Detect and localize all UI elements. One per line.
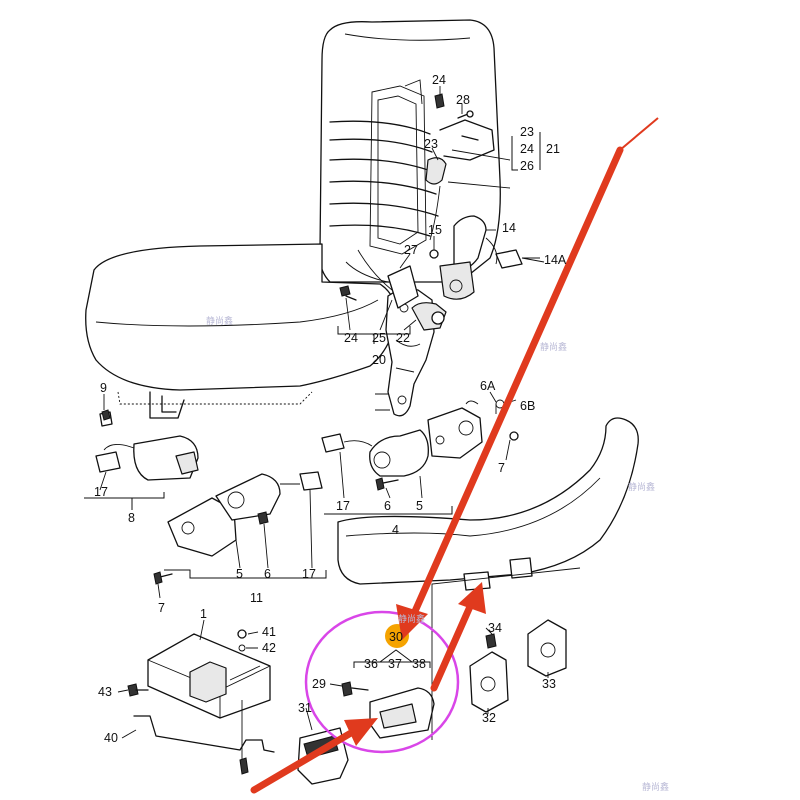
watermark: 静尚鑫 bbox=[206, 315, 233, 327]
label-14A: 14A bbox=[544, 253, 567, 267]
label-14: 14 bbox=[502, 221, 516, 235]
label-9: 9 bbox=[100, 381, 107, 395]
switch-housing-32 bbox=[469, 651, 509, 713]
label-6-left: 6 bbox=[264, 567, 271, 581]
label-5-mid: 5 bbox=[416, 499, 423, 513]
label-17-mid: 17 bbox=[336, 499, 350, 513]
label-8: 8 bbox=[128, 511, 135, 525]
seat-switch-37 bbox=[369, 687, 435, 739]
label-41: 41 bbox=[262, 625, 276, 639]
label-24-right: 24 bbox=[520, 142, 534, 156]
label-24-lower: 24 bbox=[344, 331, 358, 345]
label-29: 29 bbox=[312, 677, 326, 691]
label-31: 31 bbox=[298, 701, 312, 715]
label-15: 15 bbox=[428, 223, 442, 237]
label-43: 43 bbox=[98, 685, 112, 699]
label-28: 28 bbox=[456, 93, 470, 107]
screw-24-top bbox=[434, 93, 445, 109]
label-4: 4 bbox=[392, 523, 399, 537]
label-11: 11 bbox=[250, 591, 263, 605]
highlight-circle bbox=[304, 610, 460, 754]
label-20: 20 bbox=[372, 353, 386, 367]
switch-housing-33 bbox=[527, 619, 567, 677]
label-7-left: 7 bbox=[158, 601, 165, 615]
label-38: 38 bbox=[412, 657, 426, 671]
red-arrow-mid bbox=[430, 582, 486, 692]
label-42: 42 bbox=[262, 641, 276, 655]
bolt-15 bbox=[429, 249, 439, 259]
watermark: 静尚鑫 bbox=[398, 613, 425, 625]
label-7-right: 7 bbox=[498, 461, 505, 475]
label-34: 34 bbox=[488, 621, 502, 635]
label-32: 32 bbox=[482, 711, 496, 725]
label-37: 37 bbox=[388, 657, 402, 671]
fore-aft-motor-11 bbox=[167, 471, 323, 557]
nut-41 bbox=[237, 629, 247, 639]
label-5-left: 5 bbox=[236, 567, 243, 581]
backrest-adjust-motor-assembly bbox=[345, 249, 447, 331]
label-30: 30 bbox=[389, 630, 403, 644]
label-36: 36 bbox=[364, 657, 378, 671]
control-unit-1 bbox=[147, 633, 271, 719]
backrest-motor-14 bbox=[439, 215, 540, 300]
seat-backrest bbox=[319, 19, 511, 283]
connector-17-mid bbox=[321, 433, 345, 453]
watermark: 静尚鑫 bbox=[540, 341, 567, 353]
part-labels: 24 28 23 23 24 26 21 14 14A 15 27 24 25 … bbox=[94, 73, 567, 745]
label-6-mid: 6 bbox=[384, 499, 391, 513]
label-6A: 6A bbox=[480, 379, 496, 393]
watermarks: 静尚鑫 静尚鑫 静尚鑫 静尚鑫 静尚鑫 bbox=[206, 315, 669, 793]
seat-height-motor-assembly bbox=[369, 400, 483, 477]
watermark: 静尚鑫 bbox=[642, 781, 669, 793]
label-40: 40 bbox=[104, 731, 118, 745]
lumbar-motor-8 bbox=[95, 411, 199, 481]
label-27: 27 bbox=[404, 243, 418, 257]
label-24-top: 24 bbox=[432, 73, 446, 87]
side-trim-panel bbox=[337, 417, 639, 591]
watermark: 静尚鑫 bbox=[628, 481, 655, 493]
screw-24-lower bbox=[339, 285, 351, 297]
label-21: 21 bbox=[546, 142, 560, 156]
label-22: 22 bbox=[396, 331, 410, 345]
label-26: 26 bbox=[520, 159, 534, 173]
label-1: 1 bbox=[200, 607, 207, 621]
label-25: 25 bbox=[372, 331, 386, 345]
label-17-left: 17 bbox=[94, 485, 108, 499]
seat-cushion bbox=[85, 243, 397, 419]
bracket-40 bbox=[133, 715, 275, 753]
label-23-left: 23 bbox=[424, 137, 438, 151]
lumbar-spring-mat bbox=[329, 79, 439, 255]
red-arrow-lower bbox=[250, 718, 378, 794]
label-17-right: 17 bbox=[302, 567, 316, 581]
red-arrow-upper bbox=[396, 117, 659, 640]
label-23-right: 23 bbox=[520, 125, 534, 139]
label-33: 33 bbox=[542, 677, 556, 691]
label-6B: 6B bbox=[520, 399, 535, 413]
